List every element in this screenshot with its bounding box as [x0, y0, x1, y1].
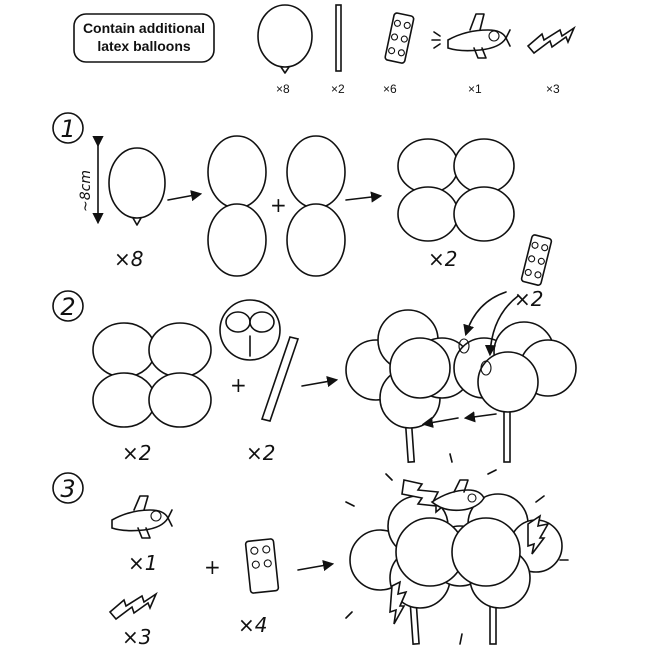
- stick-icon: [260, 336, 300, 422]
- step-3-airplane-count: ×1: [128, 551, 157, 575]
- balloon-icon: [257, 4, 313, 74]
- connector-clip-icon: [520, 234, 553, 286]
- arrow-icon: [301, 376, 339, 388]
- detail-magnifier: [219, 299, 281, 361]
- step-1-result-count: ×2: [428, 247, 457, 271]
- step-3-plus: +: [204, 555, 221, 579]
- step-3: 3 ×1 ×3 + ×4: [52, 453, 569, 649]
- contents-label-line2: latex balloons: [97, 38, 191, 54]
- connector-clip-icon: [244, 538, 280, 594]
- airplane-icon: [111, 495, 173, 539]
- clip-count: ×6: [383, 82, 397, 96]
- single-balloon: [108, 147, 166, 226]
- arrow-icon: [345, 191, 383, 203]
- airplane-icon: [430, 479, 485, 512]
- step-2: 2 ×2 + ×2 ×2: [52, 234, 577, 465]
- airplane-icon: [431, 13, 511, 59]
- step-2-plus: +: [230, 373, 247, 397]
- step-2-stick-count: ×2: [246, 441, 275, 465]
- arrow-icon: [463, 291, 507, 337]
- lightning-bolt-icon: [389, 580, 408, 625]
- airplane-count: ×1: [468, 82, 482, 96]
- balloon-count: ×8: [276, 82, 290, 96]
- step-1-number: 1: [60, 115, 75, 143]
- step-1-balloon-count: ×8: [114, 247, 143, 271]
- four-balloon-cluster: [397, 138, 515, 242]
- step-2-cluster-count: ×2: [122, 441, 151, 465]
- stick-icon: [335, 4, 342, 72]
- step-2-clip-count: ×2: [514, 287, 543, 311]
- lightning-bolt-icon: [527, 514, 550, 555]
- balloon-pair-left: [207, 135, 267, 277]
- size-label: ~8cm: [78, 170, 94, 212]
- step-1: 1 ~8cm ×8 + ×2: [52, 112, 515, 277]
- arrow-icon: [484, 295, 519, 357]
- step-1-plus: +: [270, 193, 287, 217]
- step-3-bolt-count: ×3: [122, 625, 151, 649]
- contents-box: Contain additional latex balloons: [73, 13, 215, 63]
- lightning-bolt-icon: [108, 591, 158, 621]
- stick-count: ×2: [331, 82, 345, 96]
- step-3-number: 3: [60, 475, 75, 503]
- balloon-tree-left: [345, 309, 473, 463]
- arrow-icon: [167, 190, 203, 202]
- lightning-bolt-icon: [526, 25, 576, 55]
- connector-clip-icon: [384, 12, 415, 64]
- balloon-tree-right: [453, 321, 577, 463]
- arrow-icon: [421, 416, 459, 428]
- finished-cake-topper: [345, 453, 569, 645]
- bolt-count: ×3: [546, 82, 560, 96]
- arrow-icon: [463, 411, 497, 423]
- balloon-pair-right: [286, 135, 346, 277]
- four-balloon-cluster: [92, 322, 212, 428]
- arrow-icon: [297, 560, 335, 572]
- contents-label-line1: Contain additional: [83, 20, 205, 36]
- step-2-number: 2: [60, 293, 75, 321]
- step-3-clip-count: ×4: [238, 613, 267, 637]
